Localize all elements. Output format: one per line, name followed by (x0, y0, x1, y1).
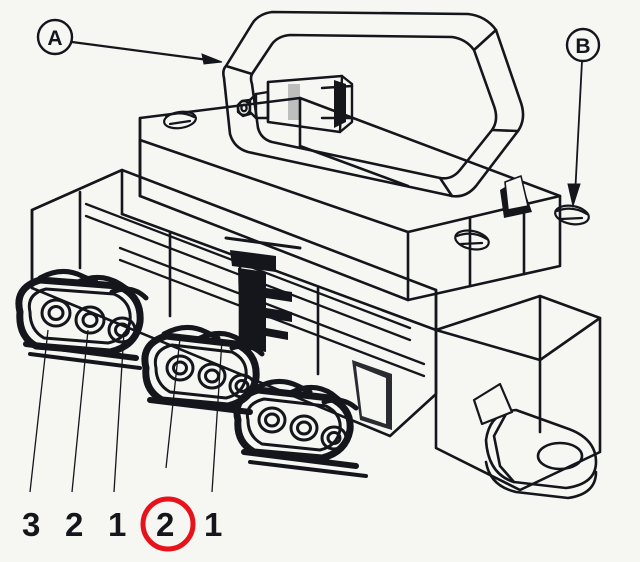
callout-b-label: B (575, 35, 590, 58)
callout-b-arrowhead (567, 183, 581, 208)
terminal-cluster-right (233, 379, 368, 478)
mounting-bolt-right (554, 204, 590, 226)
red-highlight-circle (140, 496, 196, 552)
callout-a: A (36, 18, 223, 65)
callout-b-circle (565, 27, 601, 63)
callout-b-leader (574, 60, 583, 197)
assembly-drawing (15, 10, 602, 500)
mounting-bolt-left (163, 110, 197, 130)
center-contact-stud (230, 250, 292, 352)
callout-a-label: A (47, 27, 62, 50)
terminal-cluster-middle (141, 325, 265, 415)
terminal-label-2: 2 (65, 506, 83, 543)
terminal-label-1: 3 (22, 506, 40, 543)
lifting-handle (222, 10, 525, 198)
terminal-leader-lines (29, 329, 223, 493)
terminal-label-3: 1 (108, 506, 126, 543)
mounting-bolt-mid (454, 229, 490, 251)
callout-b: B (565, 27, 601, 208)
callout-a-leader (71, 40, 217, 63)
terminal-label-4-highlighted: 2 (156, 506, 174, 543)
callout-a-circle (36, 18, 74, 56)
callout-a-arrowhead (201, 53, 223, 65)
terminal-label-5: 1 (204, 506, 222, 543)
